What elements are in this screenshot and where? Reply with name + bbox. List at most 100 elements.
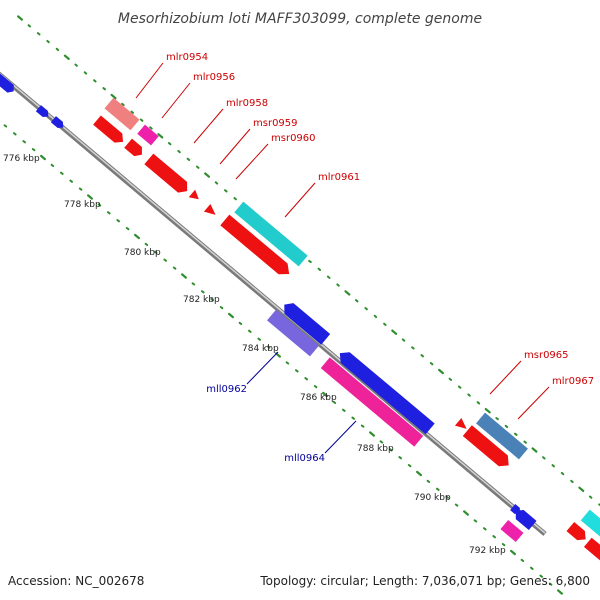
minor-tick <box>107 211 111 215</box>
major-tick <box>510 549 517 556</box>
minor-tick <box>364 307 368 311</box>
major-tick <box>463 510 469 516</box>
gene-label-msr0965: msr0965 <box>489 350 569 395</box>
genome-backbone <box>0 71 547 536</box>
minor-tick <box>598 503 600 507</box>
major-tick <box>322 391 328 398</box>
gene-arrow <box>462 425 509 467</box>
leader-line <box>235 143 269 180</box>
minor-tick <box>27 24 32 28</box>
minor-tick <box>492 535 496 539</box>
gene-label-mlr0954: mlr0954 <box>135 52 208 99</box>
gene-mlr0956 <box>137 124 159 146</box>
gene-label-mll0964: mll0964 <box>284 420 357 464</box>
minor-tick <box>383 322 387 326</box>
minor-tick <box>191 282 196 286</box>
tick-label: 780 kbp <box>124 248 161 258</box>
minor-tick <box>93 79 97 83</box>
minor-tick <box>149 126 153 130</box>
major-tick <box>369 431 375 437</box>
gene-label-mll0962: mll0962 <box>206 351 279 395</box>
minor-tick <box>186 157 191 161</box>
tick-label: 778 kbp <box>64 200 101 210</box>
tick-label: 786 kbp <box>300 393 337 403</box>
gene-arrow <box>35 105 49 117</box>
minor-tick <box>332 400 337 404</box>
minor-tick <box>401 338 406 342</box>
gene-arrow <box>0 72 14 93</box>
minor-tick <box>588 495 593 499</box>
gene-arrow <box>339 352 435 435</box>
leader-line <box>246 351 279 385</box>
minor-tick <box>313 385 318 389</box>
minor-tick <box>233 197 237 201</box>
minor-tick <box>411 346 415 350</box>
major-tick <box>344 290 351 296</box>
genome-summary-text: Topology: circular; Length: 7,036,071 bp… <box>260 574 590 588</box>
minor-tick <box>523 440 527 444</box>
gene-label-text: mlr0956 <box>193 72 235 83</box>
minor-tick <box>121 102 125 106</box>
leader-line <box>219 128 251 165</box>
leader-line <box>324 420 357 454</box>
major-tick <box>438 368 444 375</box>
minor-tick <box>304 377 308 381</box>
minor-tick <box>467 393 471 397</box>
minor-tick <box>177 149 181 154</box>
minor-tick <box>167 142 172 146</box>
minor-tick <box>445 495 449 499</box>
gene-mlr0961 <box>234 201 308 267</box>
gene-label-mlr0956: mlr0956 <box>161 72 235 119</box>
minor-tick <box>514 432 518 436</box>
minor-tick <box>530 566 534 570</box>
minor-tick <box>69 179 73 183</box>
minor-tick <box>560 471 565 476</box>
minor-tick <box>326 275 331 279</box>
gene-arrow <box>203 203 216 215</box>
minor-tick <box>214 181 219 185</box>
minor-tick <box>60 171 64 175</box>
minor-tick <box>31 148 36 152</box>
gene-label-text: msr0959 <box>253 118 298 129</box>
major-tick <box>204 172 211 178</box>
leader-line <box>284 182 316 218</box>
major-tick <box>157 133 164 139</box>
gene-label-text: mlr0958 <box>226 98 268 109</box>
minor-tick <box>473 519 478 523</box>
minor-tick <box>476 401 481 405</box>
major-tick <box>228 312 234 319</box>
gene-label-text: mll0962 <box>206 384 247 395</box>
minor-tick <box>3 124 8 128</box>
minor-tick <box>46 39 50 44</box>
minor-tick <box>317 267 322 271</box>
gene-arrow <box>515 509 537 531</box>
gene-mlr0954 <box>104 97 140 131</box>
gene-mll0962 <box>267 309 319 357</box>
gene-features <box>0 72 600 563</box>
gene-mlr0967 <box>476 412 528 460</box>
tick-label: 782 kbp <box>183 295 220 305</box>
gene-label-text: mll0964 <box>284 453 325 464</box>
minor-tick <box>520 558 525 562</box>
minor-tick <box>295 369 299 373</box>
minor-tick <box>551 464 555 468</box>
minor-tick <box>139 118 144 122</box>
minor-tick <box>360 424 365 428</box>
major-tick <box>39 154 47 161</box>
minor-tick <box>257 337 261 341</box>
leader-line <box>517 386 550 420</box>
minor-tick <box>542 456 546 460</box>
gene-label-text: msr0965 <box>524 350 569 361</box>
minor-tick <box>130 110 134 114</box>
gene-arrow <box>580 509 600 539</box>
minor-tick <box>125 227 130 231</box>
outer-tick-track <box>17 15 600 507</box>
inner-tick-track <box>3 124 564 595</box>
major-tick <box>63 54 70 61</box>
minor-tick <box>548 582 553 586</box>
minor-tick <box>116 219 120 223</box>
minor-tick <box>74 63 78 67</box>
minor-tick <box>355 299 359 303</box>
minor-tick <box>83 71 88 75</box>
minor-tick <box>336 283 340 287</box>
